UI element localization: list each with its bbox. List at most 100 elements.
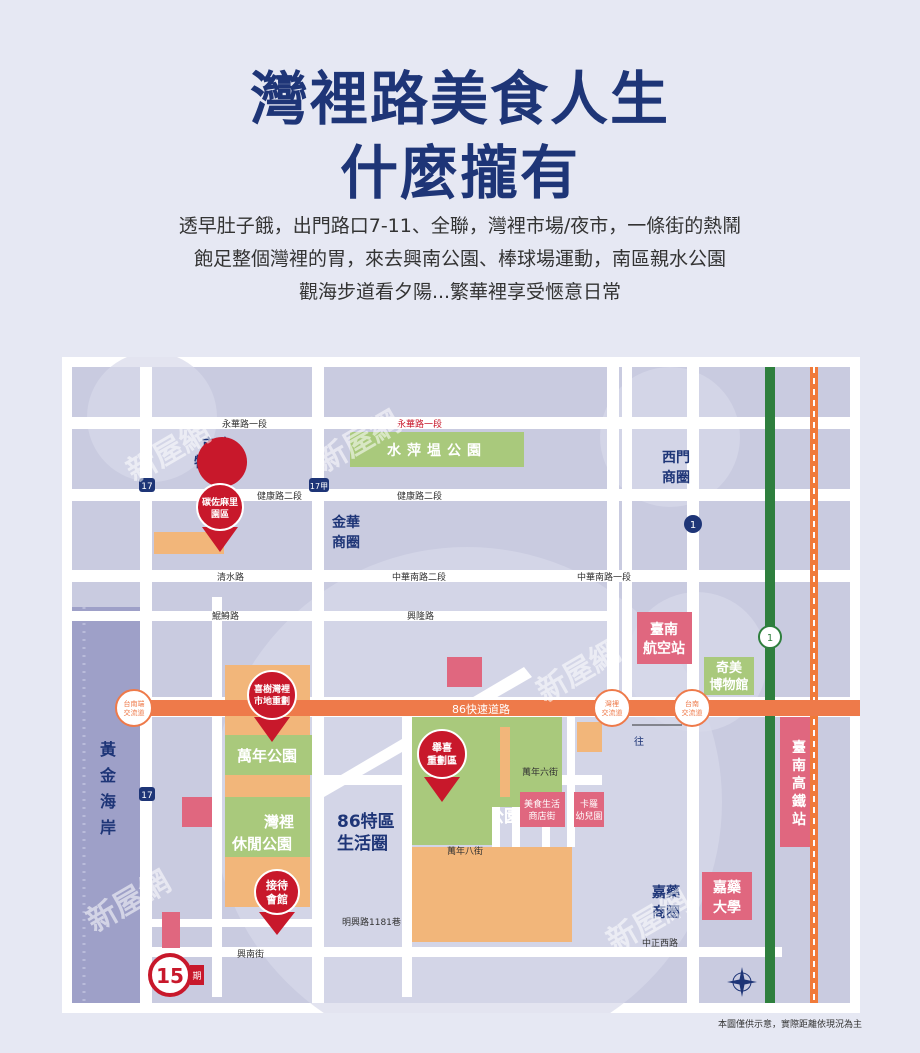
label-yonghua1: 永華路一段 <box>222 418 267 430</box>
svg-text:喜樹灣裡: 喜樹灣裡 <box>254 683 290 695</box>
intro-line2: 飽足整個灣裡的胃，來去興南公園、棒球場運動，南區親水公園 <box>193 248 726 270</box>
svg-text:期: 期 <box>192 971 201 982</box>
svg-text:興隆路: 興隆路 <box>407 610 434 622</box>
svg-text:站: 站 <box>792 811 806 828</box>
label-direction: 往 <box>634 735 644 748</box>
rail-orange <box>810 367 818 1003</box>
pin-juxi[interactable]: 舉喜 重劃區 <box>417 729 467 802</box>
park-wanli <box>225 797 310 857</box>
route-sign-17a: 17甲 <box>309 478 329 492</box>
svg-text:台南端: 台南端 <box>124 699 145 708</box>
svg-text:園區: 園區 <box>211 509 229 520</box>
svg-text:17甲: 17甲 <box>310 482 328 491</box>
svg-text:17: 17 <box>141 482 152 492</box>
footnote: 本圖僅供示意，實際距離依現況為主 <box>717 1020 862 1030</box>
label-wanli-park: 灣裡 <box>264 813 294 831</box>
svg-text:交流道: 交流道 <box>602 708 623 717</box>
svg-text:舉喜: 舉喜 <box>431 741 452 754</box>
svg-text:卡羅: 卡羅 <box>580 798 598 810</box>
svg-text:15: 15 <box>156 964 184 988</box>
headline-line2: 什麼攏有 <box>339 139 580 207</box>
svg-text:灣裡: 灣裡 <box>605 699 619 708</box>
svg-text:萬年六街: 萬年六街 <box>522 766 558 778</box>
svg-text:興南街: 興南街 <box>237 948 264 960</box>
svg-text:市地重劃: 市地重劃 <box>254 695 290 707</box>
rail-green <box>765 367 775 1003</box>
svg-text:交流道: 交流道 <box>124 708 145 717</box>
svg-text:商圈: 商圈 <box>652 904 680 921</box>
phase-badge: 15 期 <box>148 953 204 997</box>
svg-text:碳佐麻里: 碳佐麻里 <box>202 496 238 508</box>
intro-text: 透早肚子餓，出門路口7-11、全聯，灣裡市場∕夜市，一條街的熱鬧 飽足整個灣裡的… <box>0 210 920 309</box>
school-box <box>182 797 212 827</box>
ic-wanli <box>593 689 631 727</box>
svg-text:健康路二段: 健康路二段 <box>397 490 442 502</box>
baseball-box <box>162 912 180 948</box>
jiayao-univ-box <box>702 872 752 920</box>
svg-text:中正西路: 中正西路 <box>642 937 678 949</box>
pin-reception[interactable]: 接待 會館 <box>254 869 300 935</box>
svg-text:會館: 會館 <box>266 892 288 906</box>
svg-text:商店街: 商店街 <box>528 810 555 822</box>
ic-tainan2 <box>673 689 711 727</box>
svg-text:萬年八街: 萬年八街 <box>447 845 483 857</box>
svg-text:鯤鯓路: 鯤鯓路 <box>212 610 239 622</box>
park-wannian <box>225 735 312 775</box>
compass-icon <box>727 967 757 997</box>
label-jinhua: 金華 <box>331 514 360 531</box>
svg-text:岸: 岸 <box>100 818 116 837</box>
svg-text:明興路1181巷: 明興路1181巷 <box>342 916 401 928</box>
svg-text:交流道: 交流道 <box>682 708 703 717</box>
zone-fuxing <box>154 532 224 554</box>
label-coast: 黃 金 海 岸 <box>99 740 117 837</box>
svg-text:重劃區: 重劃區 <box>427 754 457 767</box>
pin-fuxing[interactable]: 碳佐麻里 園區 <box>196 437 248 552</box>
location-map: 水萍塭公園 萬年公園 灣裡 休閒公園 舉喜公園 美食生活 商店街 卡羅 幼兒園 … <box>62 357 860 1013</box>
route-sign-1: 1 <box>684 515 702 533</box>
label-freeway86: 86快速道路 <box>452 702 510 716</box>
intro-line3: 觀海步道看夕陽...繁華裡享受愜意日常 <box>298 281 622 303</box>
svg-text:嘉藥: 嘉藥 <box>712 879 742 896</box>
shop-street <box>520 792 565 827</box>
svg-text:健康路二段: 健康路二段 <box>257 490 302 502</box>
headline-line1: 灣裡路美食人生 <box>249 65 670 133</box>
svg-text:臺: 臺 <box>792 739 806 756</box>
svg-text:高: 高 <box>792 775 806 792</box>
route-sign-17-south: 17 <box>139 787 155 801</box>
label-jiayao-biz: 嘉藥 <box>651 884 681 901</box>
svg-text:金: 金 <box>99 766 117 785</box>
label-ximen: 西門 <box>662 450 690 466</box>
svg-text:商圈: 商圈 <box>332 534 360 551</box>
svg-text:奇美: 奇美 <box>716 660 743 676</box>
svg-text:鐵: 鐵 <box>792 793 806 810</box>
svg-text:航空站: 航空站 <box>643 640 685 657</box>
svg-text:博物館: 博物館 <box>709 677 748 693</box>
label-wanli-park-2: 休閒公園 <box>231 835 292 853</box>
label-area86: 86特區 <box>337 811 395 832</box>
ic-tainan <box>115 689 153 727</box>
chimei-box <box>704 657 754 695</box>
label-wannian-park: 萬年公園 <box>237 747 297 765</box>
svg-text:幼兒園: 幼兒園 <box>575 810 602 822</box>
label-shop-street: 美食生活 <box>524 798 560 810</box>
svg-text:清水路: 清水路 <box>217 571 244 583</box>
svg-text:永華路一段: 永華路一段 <box>397 418 442 430</box>
kindergarten <box>574 792 604 827</box>
svg-text:中華南路二段: 中華南路二段 <box>392 571 446 583</box>
svg-text:中華南路一段: 中華南路一段 <box>577 571 631 583</box>
nanshi-box <box>447 657 482 687</box>
svg-text:黃: 黃 <box>99 740 116 759</box>
svg-text:1: 1 <box>690 520 696 531</box>
label-park-shuiping: 水萍塭公園 <box>387 442 487 459</box>
intro-line1: 透早肚子餓，出門路口7-11、全聯，灣裡市場∕夜市，一條街的熱鬧 <box>178 215 742 237</box>
route-sign-17: 17 <box>139 478 155 492</box>
svg-text:17: 17 <box>141 791 152 801</box>
svg-text:1: 1 <box>767 633 773 644</box>
svg-text:臺南: 臺南 <box>650 621 678 638</box>
map-svg: 水萍塭公園 萬年公園 灣裡 休閒公園 舉喜公園 美食生活 商店街 卡羅 幼兒園 … <box>72 357 860 1013</box>
pin-xishu[interactable]: 喜樹灣裡 市地重劃 <box>247 670 297 742</box>
circle-ximen <box>600 367 740 507</box>
svg-text:接待: 接待 <box>266 878 288 892</box>
route-sign-1-east: 1 <box>758 625 782 649</box>
svg-text:大學: 大學 <box>713 899 741 916</box>
